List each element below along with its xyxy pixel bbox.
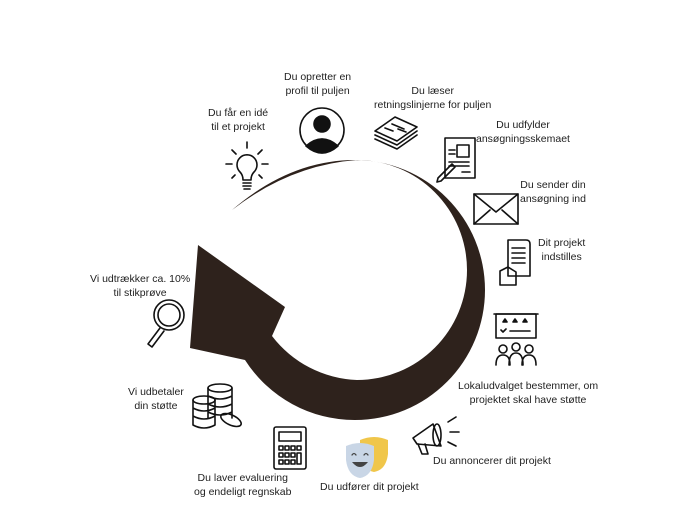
committee-board-icon <box>493 313 539 366</box>
label-line: retningslinjerne for puljen <box>374 99 492 111</box>
step-label-send: Du sender din ansøgning ind <box>520 178 586 206</box>
label-line: ansøgning ind <box>520 193 586 205</box>
label-line: indstilles <box>541 251 582 263</box>
step-label-idea: Du får en idé til et projekt <box>208 106 268 134</box>
label-line: Du udfører dit projekt <box>320 481 419 493</box>
application-form-icon <box>436 137 476 183</box>
label-line: Du laver evaluering <box>197 472 288 484</box>
label-line: Dit projekt <box>538 237 586 249</box>
step-label-decision: Lokaludvalget bestemmer, om projektet ska… <box>458 379 598 407</box>
label-line: projektet skal have støtte <box>469 394 587 406</box>
step-label-execute: Du udfører dit projekt <box>320 480 419 494</box>
label-line: Du læser <box>411 85 454 97</box>
lightbulb-icon <box>225 141 269 190</box>
label-line: Du annoncerer dit projekt <box>433 455 551 467</box>
coins-icon <box>192 383 242 429</box>
label-line: til stikprøve <box>113 287 167 299</box>
step-label-recommended: Dit projekt indstilles <box>538 236 585 264</box>
megaphone-icon <box>412 416 460 455</box>
document-hand-icon <box>499 239 531 286</box>
envelope-icon <box>473 193 519 225</box>
cycle-arrow <box>190 160 485 421</box>
label-line: til et projekt <box>211 121 265 133</box>
step-label-evaluation: Du laver evaluering og endeligt regnskab <box>194 471 292 499</box>
user-profile-icon <box>299 107 345 154</box>
theater-masks-icon <box>346 437 388 478</box>
label-line: Du udfylder <box>496 119 550 131</box>
label-line: din støtte <box>134 400 178 412</box>
magnifier-icon <box>147 299 185 348</box>
label-line: Du opretter en <box>284 71 352 83</box>
label-line: profil til puljen <box>285 85 350 97</box>
step-label-profile: Du opretter en profil til puljen <box>284 70 351 98</box>
label-line: Vi udtrækker ca. 10% <box>90 273 191 285</box>
label-line: ansøgningsskemaet <box>476 133 570 145</box>
step-label-announce: Du annoncerer dit projekt <box>433 454 551 468</box>
label-line: Lokaludvalget bestemmer, om <box>458 380 599 392</box>
calculator-icon <box>273 426 307 470</box>
label-line: og endeligt regnskab <box>194 486 292 498</box>
step-label-payout: Vi udbetaler din støtte <box>128 385 184 413</box>
label-line: Vi udbetaler <box>128 386 184 398</box>
step-label-guidelines: Du læser retningslinjerne for puljen <box>374 84 491 112</box>
label-line: Du får en idé <box>208 107 269 119</box>
step-label-sample: Vi udtrækker ca. 10% til stikprøve <box>90 272 190 300</box>
newspaper-icon <box>374 116 418 150</box>
label-line: Du sender din <box>520 179 586 191</box>
step-label-form: Du udfylder ansøgningsskemaet <box>476 118 570 146</box>
